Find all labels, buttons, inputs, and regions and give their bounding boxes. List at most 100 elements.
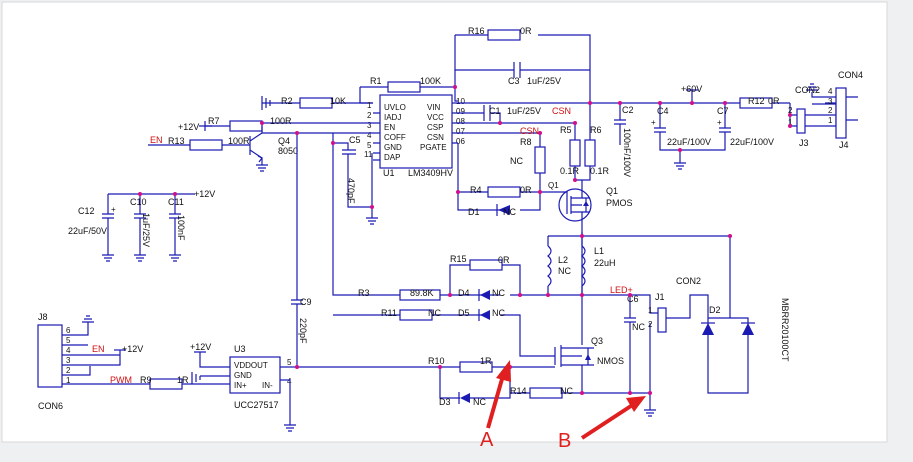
J4-label: J4 [839, 140, 849, 150]
R5-value: 0.1R [560, 166, 580, 176]
D3-ref: D3 [439, 397, 451, 407]
R7-value: 100R [270, 116, 292, 126]
R15-value: 0R [498, 255, 510, 265]
U1-num-09: 09 [456, 107, 465, 116]
R8: R8 NC [510, 133, 546, 192]
svg-text:+: + [111, 205, 116, 214]
R14-value: NC [560, 386, 573, 396]
Q1-pin-1: Q1 [548, 181, 559, 190]
net-CSN-label-1: CSN [552, 106, 571, 116]
U1-num-5: 5 [367, 141, 372, 150]
U1-num-08: 08 [456, 117, 465, 126]
R7-ref: R7 [208, 116, 220, 126]
C10-value: 1uF/25V [141, 213, 151, 247]
U3-pin-VDDOUT: VDDOUT [234, 361, 268, 370]
U1-num-4: 4 [367, 131, 372, 140]
R10-ref: R10 [428, 356, 445, 366]
J3-pin-2: 2 [788, 106, 793, 115]
U1-num-1: 1 [367, 101, 372, 110]
CON2-top-label: CON2 [795, 85, 820, 95]
C7-value: 22uF/100V [730, 137, 774, 147]
R16: R16 0R [468, 26, 532, 41]
R5-ref: R5 [560, 125, 572, 135]
R9-value: 1R [177, 375, 189, 385]
J3-label: J3 [799, 138, 809, 148]
output-stage: LED+ C6 NC CON2 J1 1 2 D2 MBRR20100CT [582, 276, 790, 417]
Q1-ref: Q1 [606, 186, 618, 196]
net-PWM-label: PWM [110, 375, 132, 385]
C7-ref: C7 [717, 106, 729, 116]
L1-value: 22uH [594, 258, 616, 268]
R11-D5: R11 NC D5 NC [333, 308, 521, 345]
J8-label: J8 [38, 312, 48, 322]
R6-ref: R6 [590, 125, 602, 135]
R13-ref: R13 [168, 136, 185, 146]
U1-pin-PGATE: PGATE [420, 143, 447, 152]
R1-value: 100K [420, 76, 441, 86]
R10-value: 1R [480, 356, 492, 366]
junction-dots [138, 85, 792, 395]
net-LED+-label: LED+ [610, 285, 633, 295]
U1-pin-VCC: VCC [427, 113, 444, 122]
D1-ref: D1 [468, 207, 480, 217]
L2-ref: L2 [558, 255, 568, 265]
R13: EN R13 100R [148, 135, 250, 151]
U1-num-2: 2 [367, 111, 372, 120]
J8-pin-4: 4 [66, 346, 71, 355]
CON4-pin-2: 2 [828, 106, 833, 115]
J8-pin-6: 6 [66, 326, 71, 335]
R11-ref: R11 [381, 308, 397, 318]
D4-value: NC [492, 288, 505, 298]
D2-value: MBRR20100CT [780, 298, 790, 362]
Q4: Q4 8050 [249, 132, 298, 172]
U3-num-5: 5 [287, 358, 292, 367]
net-12V-label-2: +12V [194, 189, 215, 199]
C2-ref: C2 [622, 105, 634, 115]
U1-pin-IADJ: IADJ [384, 113, 401, 122]
annotation-arrow-A: A [480, 360, 511, 451]
U1-pin-DAP: DAP [384, 153, 400, 162]
C9-value: 220pF [298, 318, 308, 344]
net-12V-label-4: +12V [190, 342, 211, 352]
sense-resistors: R5 R6 0.1R 0.1R CSN [520, 103, 610, 181]
C6-ref: C6 [627, 294, 639, 304]
R8-ref: R8 [520, 137, 532, 147]
R4-value: 0R [520, 185, 532, 195]
R12-value: 0R [768, 96, 780, 106]
C4-value: 22uF/100V [667, 137, 711, 147]
R16-ref: R16 [468, 26, 485, 36]
C9-ref: C9 [300, 297, 312, 307]
R2-value: 10K [330, 96, 346, 106]
C1-ref: C1 [489, 106, 501, 116]
U1-pin-VIN: VIN [427, 103, 441, 112]
net-12V-label-3: +12V [122, 344, 143, 354]
U1-ref: U1 [383, 168, 395, 178]
Q4-value: 8050 [278, 146, 298, 156]
U1-chip: UVLO IADJ EN COFF GND DAP VIN VCC CSP CS… [364, 94, 465, 178]
J1-pin-1: 1 [648, 306, 653, 315]
R12-ref: R12 [748, 96, 765, 106]
U1-pin-CSP: CSP [427, 123, 443, 132]
C1-value: 1uF/25V [507, 106, 541, 116]
C1: C1 1uF/25V CSN [483, 105, 571, 123]
U1-value: LM3409HV [408, 168, 453, 178]
Q3-value: NMOS [597, 356, 624, 366]
D5-ref: D5 [458, 308, 470, 318]
R7: +12V R7 100R [178, 116, 292, 133]
D5-value: NC [492, 308, 505, 318]
Q4-ref: Q4 [278, 136, 290, 146]
R1-ref: R1 [370, 76, 382, 86]
C2-value: 100nF/100V [622, 128, 632, 177]
R3-value: 89.8K [410, 288, 434, 298]
R8-value: NC [510, 156, 523, 166]
U1-num-10: 10 [456, 97, 465, 106]
Q1-value: PMOS [606, 198, 633, 208]
R2: R2 10K [261, 96, 373, 110]
C12-value: 22uF/50V [68, 226, 107, 236]
U3-pin-IN+: IN+ [234, 381, 247, 390]
R1: R1 100K [370, 76, 441, 93]
J3-pin-1: 1 [788, 118, 793, 127]
C11-value: 100nF [176, 215, 186, 241]
